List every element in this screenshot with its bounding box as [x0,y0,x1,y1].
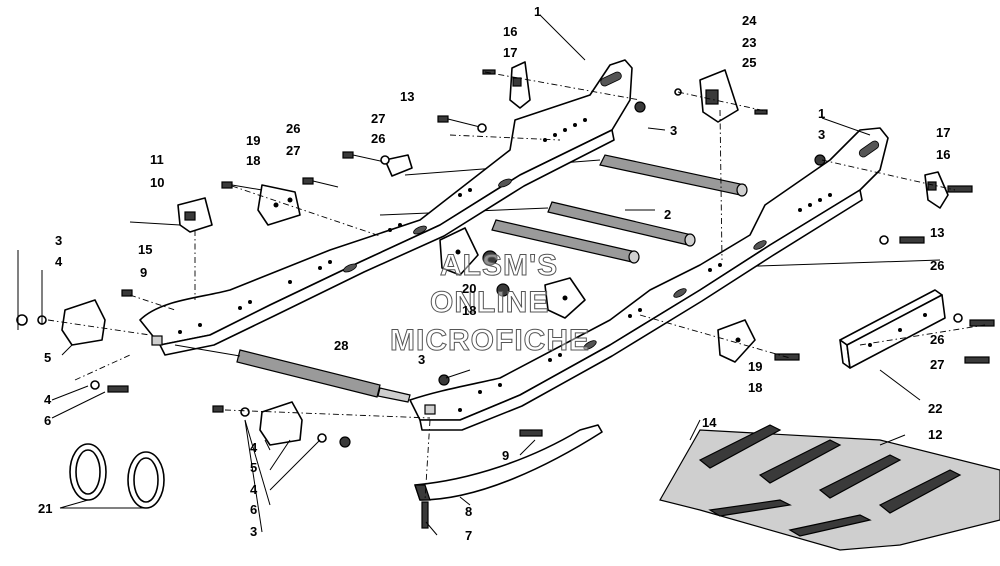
clamps-bumpers [61,299,303,509]
right-rail-holes [458,193,832,412]
callout-3-left-rail: 3 [670,123,677,138]
callout-12: 12 [928,427,942,442]
callout-26-top: 26 [371,131,385,146]
callout-3-right-rail: 3 [818,127,825,142]
callout-4-center-bottom: 4 [250,482,258,497]
callout-19-right: 19 [748,359,762,374]
watermark: ALSM'S ONLINE MICROFICHE [390,249,590,358]
callout-21: 21 [38,501,52,516]
callout-26-right-bottom: 26 [930,332,944,347]
callout-6-center: 6 [250,502,257,517]
callout-7: 7 [465,528,472,543]
leader-lines [17,14,986,536]
callout-27-right: 27 [930,357,944,372]
callout-23: 23 [742,35,756,50]
callout-16-left: 16 [503,24,517,39]
callout-5-center: 5 [250,460,257,475]
callout-8: 8 [465,504,472,519]
callout-26-right-top: 26 [930,258,944,273]
callout-19-left: 19 [246,133,260,148]
mounting-brackets [257,154,756,363]
side-plate [839,289,946,369]
cross-shafts [379,154,941,269]
left-rail-holes [178,118,587,334]
callout-1-right: 1 [818,106,825,121]
callout-14: 14 [702,415,717,430]
callout-5-left: 5 [44,350,51,365]
callout-24: 24 [742,13,757,28]
callout-10: 10 [150,175,164,190]
callout-3-bottom: 3 [250,524,257,539]
callout-17-left: 17 [503,45,517,60]
callout-3-center: 3 [418,352,425,367]
callout-17-right: 17 [936,125,950,140]
latch-parts [129,197,213,233]
callout-labels: 1 16 17 24 23 25 13 3 27 26 26 27 19 18 … [38,4,950,543]
callout-6-left: 6 [44,413,51,428]
callout-20: 20 [462,281,476,296]
callout-25: 25 [742,55,756,70]
wear-strip [414,424,603,501]
callout-28: 28 [334,338,348,353]
right-slide-rail [409,127,889,431]
callout-27-mid: 27 [286,143,300,158]
callout-3-far-left: 3 [55,233,62,248]
callout-4-far-left: 4 [55,254,63,269]
callout-18-center: 18 [462,303,476,318]
watermark-line-3: MICROFICHE [390,324,590,357]
callout-26-mid: 26 [286,121,300,136]
callout-27-top: 27 [371,111,385,126]
callout-16-right: 16 [936,147,950,162]
callout-13-left: 13 [400,89,414,104]
callout-15: 15 [138,242,152,257]
callout-13-right: 13 [930,225,944,240]
callout-18-left: 18 [246,153,260,168]
callout-2: 2 [664,207,671,222]
callout-22: 22 [928,401,942,416]
callout-4-center-top: 4 [250,440,258,455]
shock-strut [174,344,411,403]
callout-1-left: 1 [534,4,541,19]
callout-4-left-bottom: 4 [44,392,52,407]
watermark-line-1: ALSM'S [440,249,558,282]
callout-11: 11 [150,152,164,167]
callout-9-left: 9 [140,265,147,280]
watermark-line-2: ONLINE [430,286,549,319]
track [659,424,1000,551]
left-slide-rail [139,59,633,356]
callout-18-right: 18 [748,380,762,395]
callout-9-center: 9 [502,448,509,463]
